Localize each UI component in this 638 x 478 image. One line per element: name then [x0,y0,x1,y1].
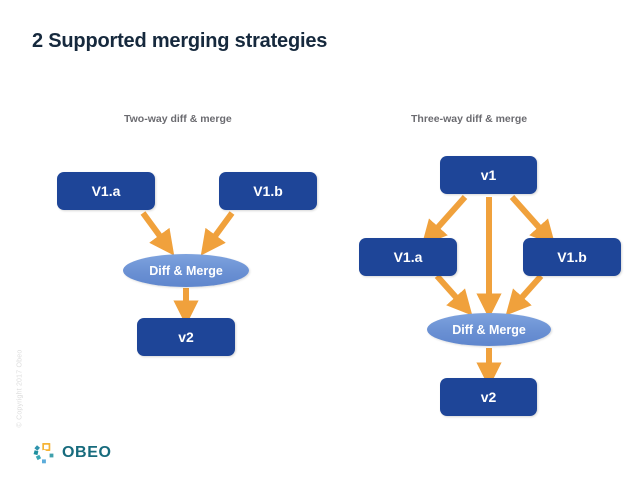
node-label: V1.b [253,183,283,199]
arrow-v1b-to-merge [200,211,235,256]
page-title: 2 Supported merging strategies [32,30,328,52]
copyright-notice: © Copyright 2017 Obeo [16,349,24,428]
node-two-way-v1b[interactable]: V1.b [219,172,317,210]
node-label: V1.a [393,249,423,265]
node-label: V1.b [557,249,587,265]
node-three-way-v1b[interactable]: V1.b [523,238,621,276]
node-label: v2 [480,389,497,405]
obeo-logo-text: OBEO [62,444,112,461]
node-label: Diff & Merge [149,263,223,278]
node-three-way-v1[interactable]: v1 [440,156,537,194]
section-heading-three-way: Three-way diff & merge [411,113,528,125]
node-three-way-v2[interactable]: v2 [440,378,537,416]
node-two-way-v2[interactable]: v2 [137,318,235,356]
obeo-mark-icon [33,443,54,464]
arrow-v1-to-v1b [509,195,556,246]
node-three-way-v1a[interactable]: V1.a [359,238,457,276]
section-heading-two-way: Two-way diff & merge [124,113,232,125]
arrow-v1a-to-merge [140,211,175,256]
arrow-v1-to-v1a [421,195,468,246]
arrow-v1a-to-merge-3w [434,274,473,316]
node-label: v2 [178,329,194,345]
node-two-way-diff-merge[interactable]: Diff & Merge [123,254,249,287]
node-two-way-v1a[interactable]: V1.a [57,172,155,210]
node-label: V1.a [91,183,121,199]
node-label: Diff & Merge [452,322,526,337]
node-label: v1 [480,167,497,183]
arrow-v1b-to-merge-3w [505,274,544,316]
node-three-way-diff-merge[interactable]: Diff & Merge [427,313,551,346]
obeo-logo: OBEO [33,442,112,464]
